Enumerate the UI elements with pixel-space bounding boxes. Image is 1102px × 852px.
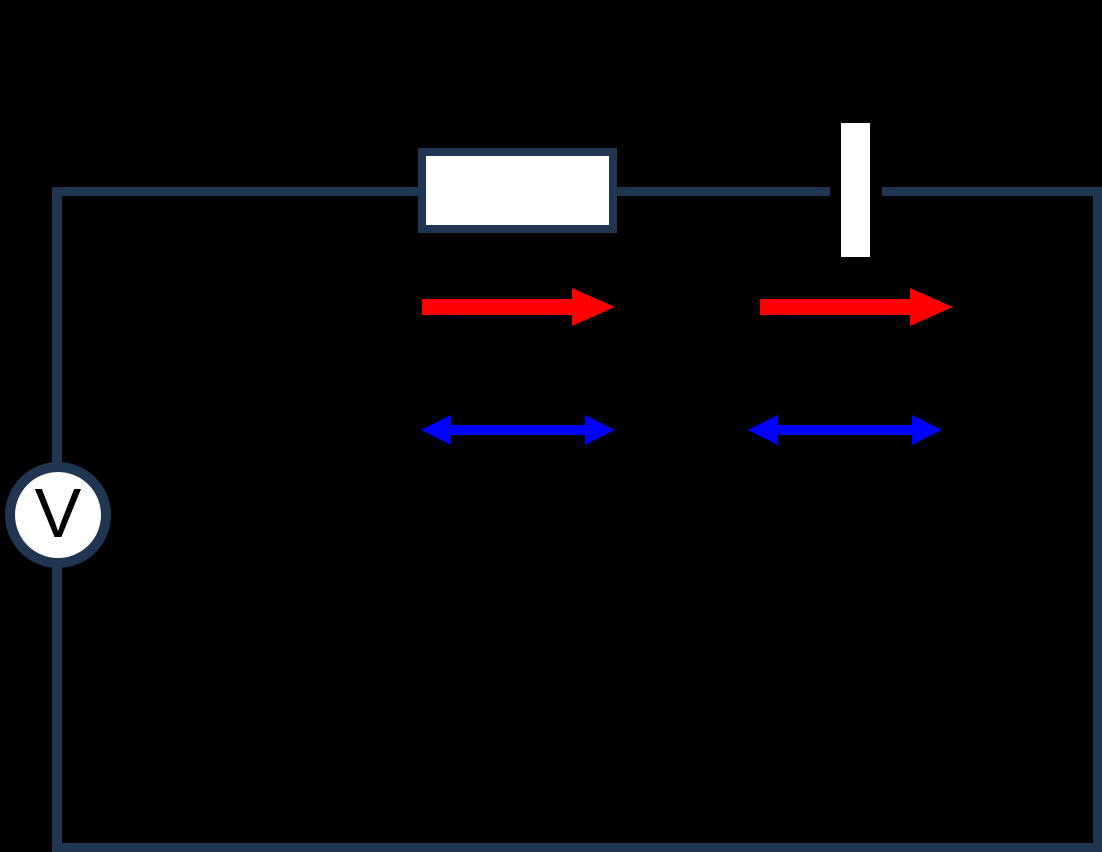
current-arrow-right-head xyxy=(910,288,953,326)
current-arrow-left-head xyxy=(572,288,615,326)
cell-plate xyxy=(841,123,870,257)
double-arrow-right-icon xyxy=(748,415,942,445)
current-arrow-left-icon xyxy=(422,288,615,327)
current-arrow-right-icon xyxy=(760,288,953,327)
double-arrow-right-headR xyxy=(912,415,942,445)
double-arrow-right-headL xyxy=(748,415,778,445)
circuit-wire-loop xyxy=(52,187,1102,852)
double-arrow-left-headL xyxy=(421,415,451,445)
voltmeter-label: V xyxy=(34,474,82,552)
double-arrow-left-shaft xyxy=(449,425,587,435)
double-arrow-left-headR xyxy=(585,415,615,445)
double-arrow-left-icon xyxy=(421,415,615,445)
current-arrow-left-shaft xyxy=(422,299,573,315)
double-arrow-right-shaft xyxy=(776,425,914,435)
current-arrow-right-shaft xyxy=(760,299,911,315)
resistor xyxy=(418,148,617,233)
voltmeter: V xyxy=(5,462,111,568)
